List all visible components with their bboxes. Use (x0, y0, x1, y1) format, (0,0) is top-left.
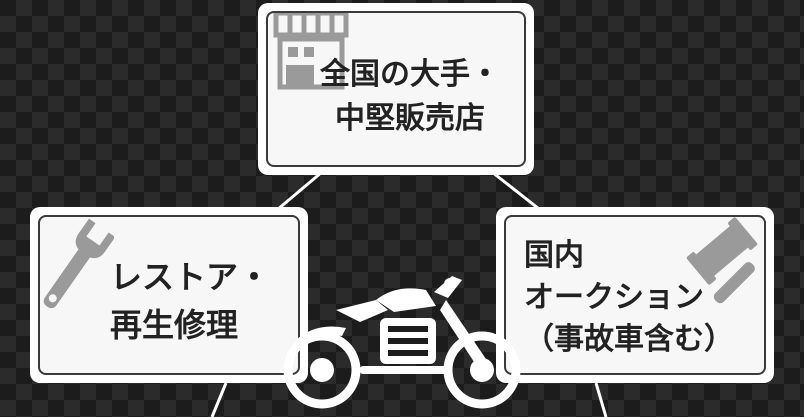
card-dealers-line2: 中堅販売店 (335, 101, 485, 136)
card-auction-frame: 国内 オークション （事故車含む） (504, 215, 766, 375)
card-restore-label: レストア・ 再生修理 (110, 253, 270, 349)
card-auction-label: 国内 オークション （事故車含む） (524, 235, 734, 361)
card-dealers-line1: 全国の大手・ (320, 57, 500, 92)
card-auction: 国内 オークション （事故車含む） (496, 207, 774, 383)
card-restore: レストア・ 再生修理 (30, 207, 308, 383)
card-restore-frame: レストア・ 再生修理 (38, 215, 300, 375)
store-icon (273, 13, 349, 90)
wrench-icon (43, 218, 114, 309)
card-restore-line1: レストア・ (110, 258, 271, 296)
card-dealers-label: 全国の大手・ 中堅販売店 (320, 53, 500, 141)
connector-bottom-right (594, 382, 608, 417)
card-auction-line2: オークション (524, 280, 704, 315)
gavel-icon (686, 217, 758, 304)
card-dealers: 全国の大手・ 中堅販売店 (258, 3, 534, 175)
card-restore-line2: 再生修理 (110, 306, 239, 344)
card-auction-line3: （事故車含む） (524, 322, 734, 357)
card-dealers-frame: 全国の大手・ 中堅販売店 (266, 11, 526, 167)
motorcycle-icon (283, 276, 521, 409)
connector-bottom-left (210, 382, 228, 417)
card-auction-line1: 国内 (524, 238, 584, 273)
